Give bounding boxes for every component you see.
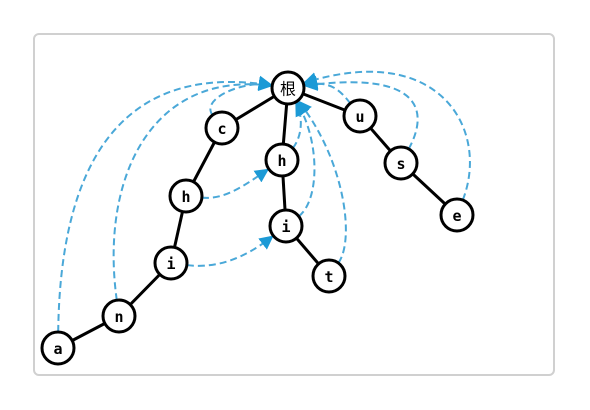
node-label-u: u [355, 108, 364, 126]
node-circle-n [101, 298, 137, 334]
node-label-e: e [452, 207, 461, 225]
fail-link-n-to-root [112, 77, 273, 301]
fail-link-i2-to-root [296, 101, 316, 218]
fail-link-a-to-root [57, 76, 273, 333]
fail-link-c-to-root [209, 75, 273, 116]
failure-links [57, 70, 471, 333]
node-u: u [342, 98, 378, 134]
node-circle-i2 [268, 208, 304, 244]
node-label-a: a [53, 340, 62, 358]
tree-nodes: 根 c h i n a h i t u s e [40, 70, 475, 366]
fail-link-h2-to-root [291, 101, 309, 149]
node-circle-s [383, 145, 419, 181]
node-label-t: t [324, 268, 333, 286]
node-circle-a [40, 330, 76, 366]
node-circle-root [270, 70, 306, 106]
fail-link-s-to-root [303, 77, 419, 150]
node-label-h1: h [181, 188, 190, 206]
node-s: s [383, 145, 419, 181]
fail-link-u-to-root [303, 75, 352, 104]
node-label-root: 根 [280, 80, 296, 99]
node-root: 根 [270, 70, 306, 106]
node-circle-t [311, 258, 347, 294]
fail-link-h1-to-h2 [201, 168, 270, 199]
node-label-s: s [396, 155, 405, 173]
node-label-n: n [114, 308, 123, 326]
node-e: e [439, 197, 475, 233]
fail-link-t-to-root [297, 100, 347, 264]
node-circle-u [342, 98, 378, 134]
node-label-h2: h [277, 152, 286, 170]
node-label-i2: i [281, 218, 290, 236]
node-n: n [101, 298, 137, 334]
node-circle-c [204, 110, 240, 146]
fail-link-i1-to-i2 [186, 235, 274, 267]
node-c: c [204, 110, 240, 146]
node-i2: i [268, 208, 304, 244]
node-i1: i [153, 245, 189, 281]
node-label-c: c [217, 120, 226, 138]
node-h1: h [168, 178, 204, 214]
node-label-i1: i [166, 255, 175, 273]
fail-link-e-to-root [302, 70, 471, 201]
node-a: a [40, 330, 76, 366]
node-circle-h2 [264, 142, 300, 178]
node-circle-h1 [168, 178, 204, 214]
node-h2: h [264, 142, 300, 178]
node-t: t [311, 258, 347, 294]
node-circle-e [439, 197, 475, 233]
node-circle-i1 [153, 245, 189, 281]
